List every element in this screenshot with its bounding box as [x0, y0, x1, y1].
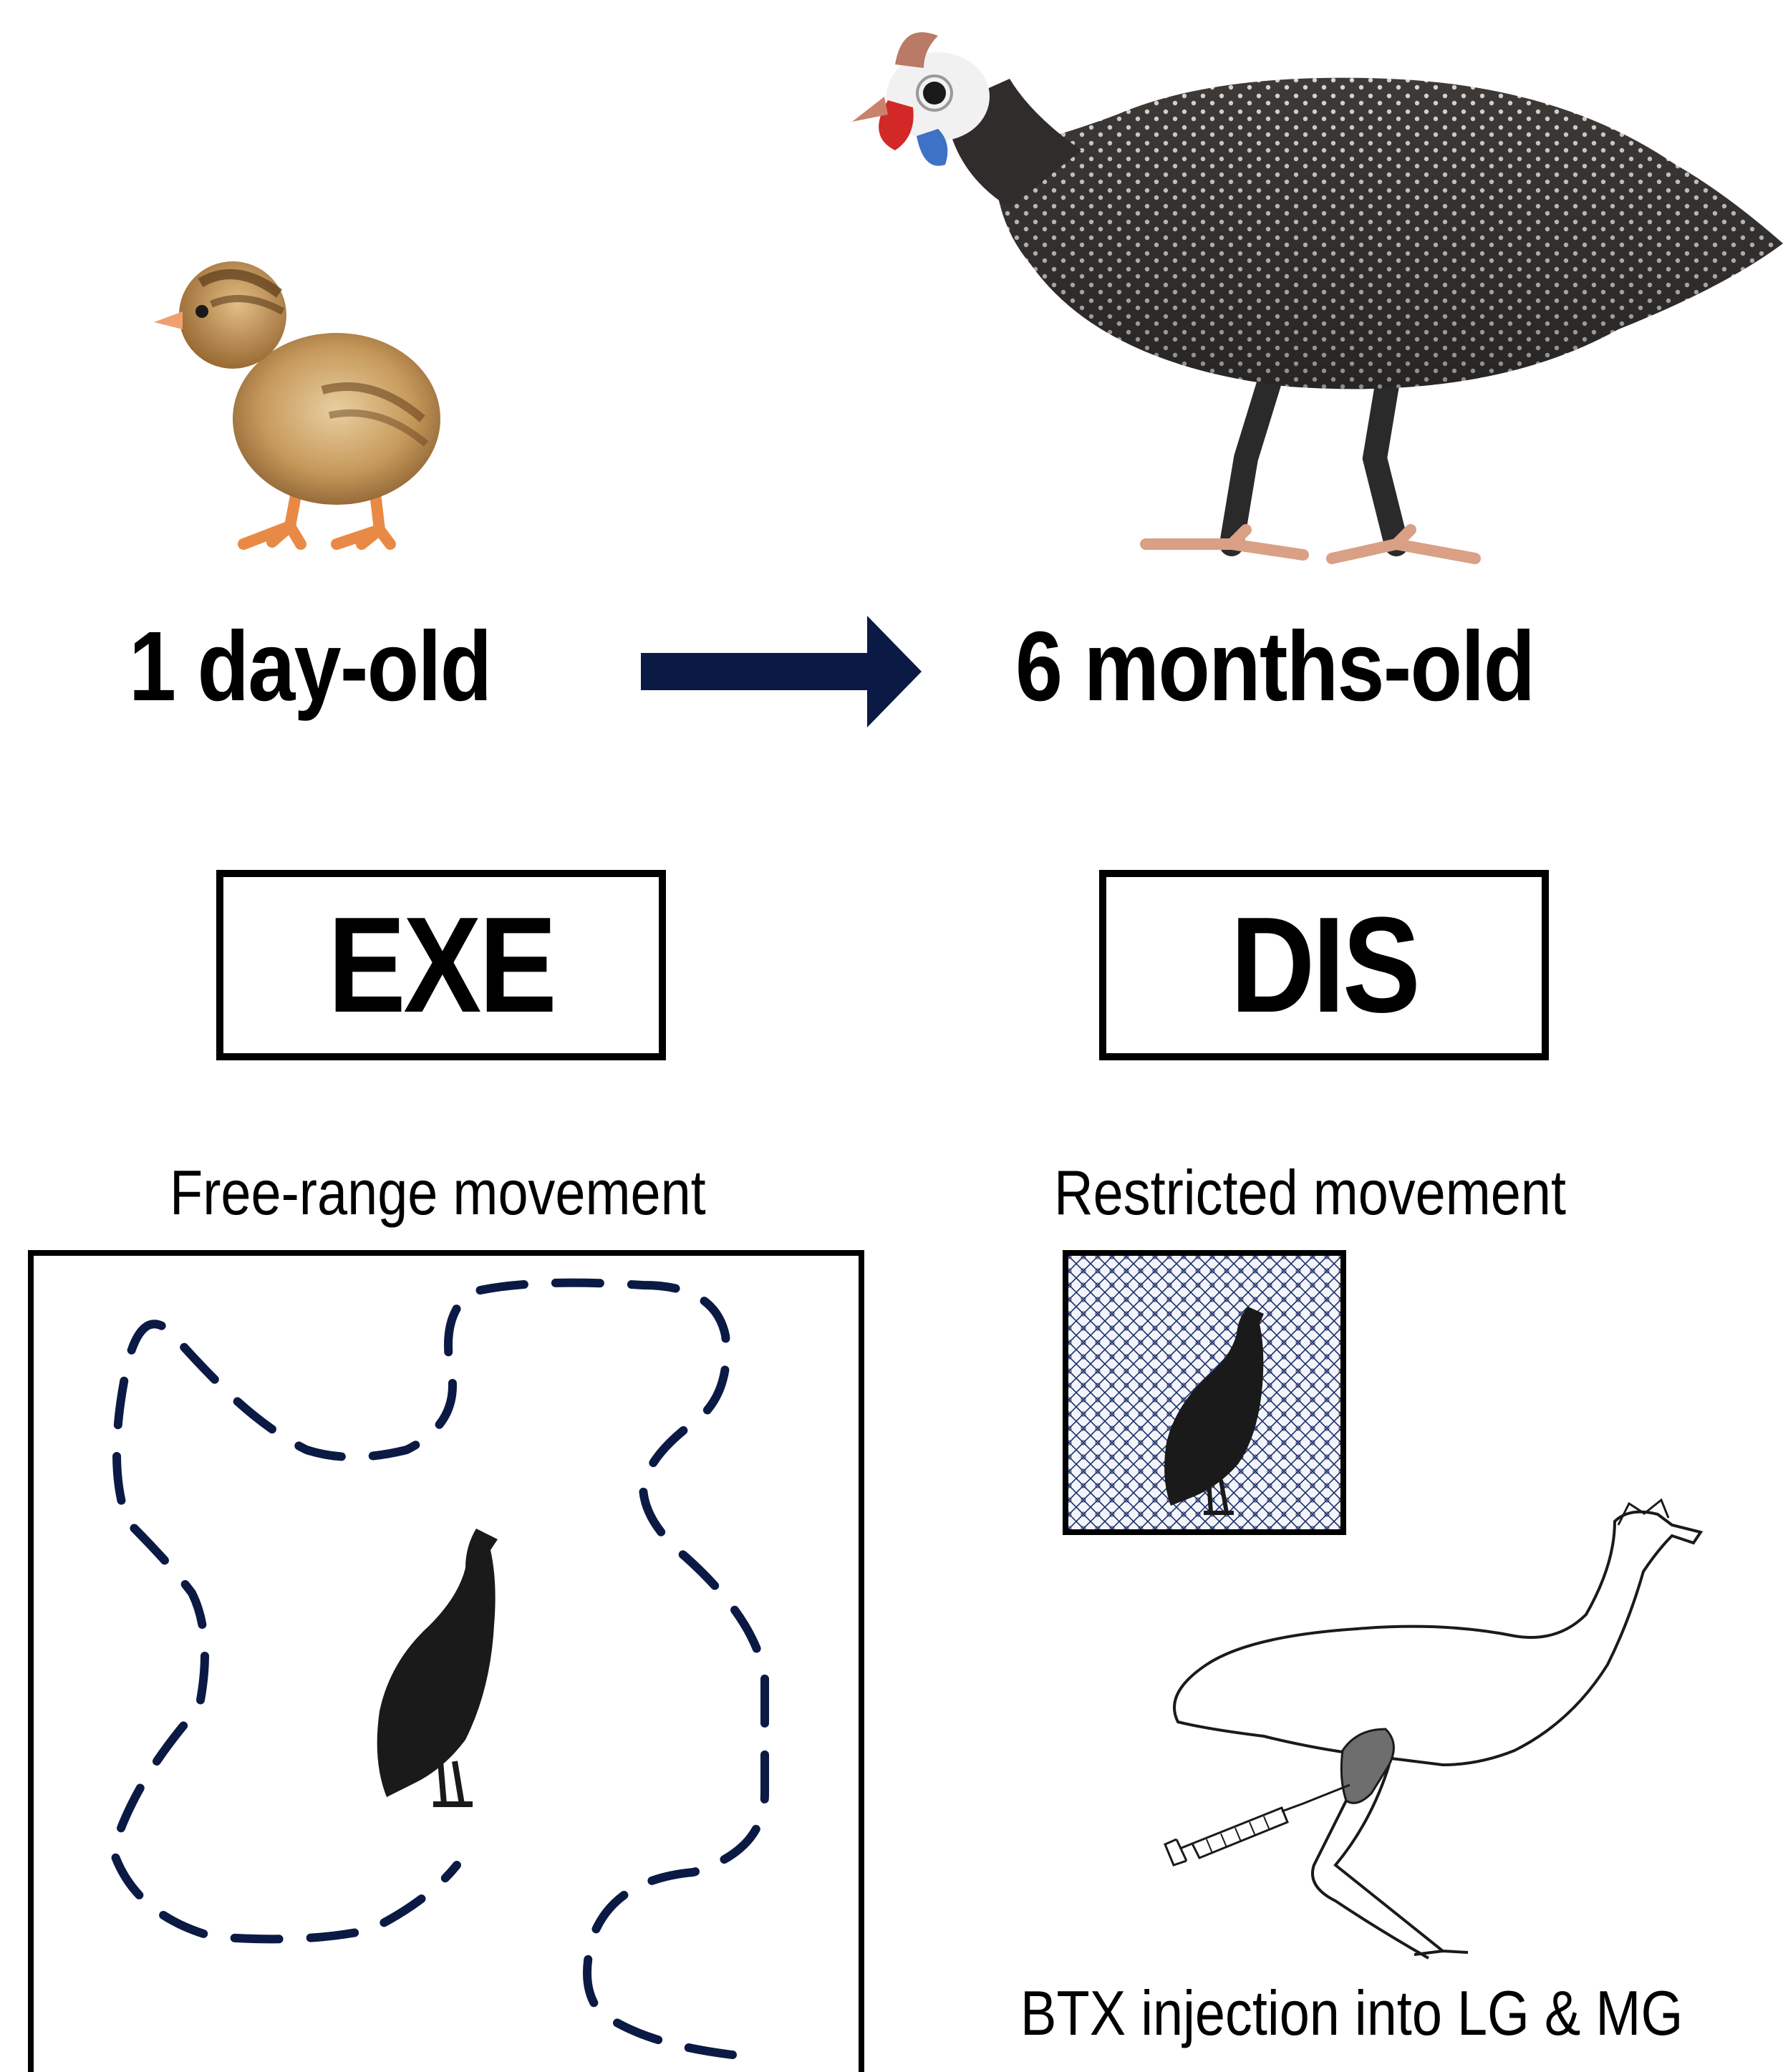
exe-group-box: EXE	[216, 870, 666, 1060]
exe-group-label: EXE	[328, 897, 555, 1033]
restricted-caption: Restricted movement	[1054, 1161, 1566, 1224]
right-arrow-icon	[641, 616, 922, 727]
free-range-bird-silhouette	[372, 1525, 523, 1811]
dis-group-box: DIS	[1099, 870, 1549, 1060]
dis-group-label: DIS	[1230, 897, 1418, 1033]
btx-injection-caption: BTX injection into LG & MG	[1020, 1982, 1683, 2045]
start-age-label: 1 day-old	[129, 617, 491, 716]
free-range-caption: Free-range movement	[170, 1161, 706, 1224]
end-age-label: 6 months-old	[1015, 617, 1534, 716]
syringe-icon	[1165, 1785, 1350, 1865]
btx-injection-diagram	[1142, 1493, 1715, 1965]
guinea-fowl-chick-image	[143, 254, 444, 555]
adult-guinea-fowl-image	[845, 29, 1788, 573]
